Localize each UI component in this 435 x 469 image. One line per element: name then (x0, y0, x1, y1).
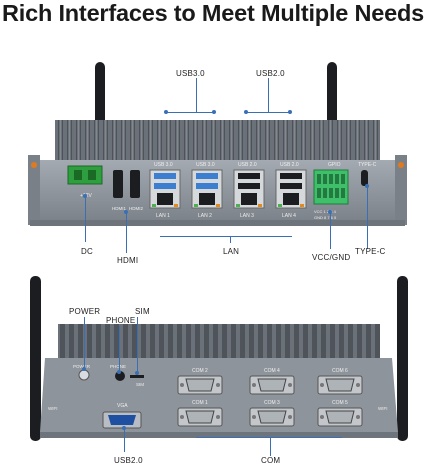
mounting-ear-right (395, 155, 407, 225)
com-port-silk: COM 3 (264, 400, 280, 406)
com-port-silk: COM 6 (332, 368, 348, 374)
callout-com: COM (261, 456, 281, 465)
type-c-port: TYPE-C (358, 162, 377, 186)
sim-silk: SIM (136, 382, 144, 387)
usb-port-silk: USB 2.0 (238, 162, 257, 168)
usb-port-silk: USB 2.0 (280, 162, 299, 168)
hdmi2-silk: HDMI2 (129, 206, 143, 211)
callout-usb20-bottom: USB2.0 (114, 456, 143, 465)
com-port-silk: COM 2 (192, 368, 208, 374)
gpio-row2-silk: GND 8 7 6 5 (314, 215, 337, 220)
callout-type-c: TYPE-C (355, 247, 386, 256)
phone-silk: PHONE (110, 364, 126, 369)
callout-hdmi: HDMI (117, 256, 139, 265)
antenna-right-bottom (397, 276, 408, 441)
vga-port (102, 411, 142, 429)
callout-power: POWER (69, 307, 101, 316)
callout-usb30: USB3.0 (176, 69, 205, 78)
lan-port-silk: LAN 1 (156, 213, 170, 219)
callout-lan: LAN (223, 247, 240, 256)
power-silk: POWER (73, 364, 91, 369)
lan-port-silk: LAN 4 (282, 213, 296, 219)
power-button (78, 369, 90, 381)
gpio-row1-silk: VCC 1 2 3 4 (314, 209, 337, 214)
type-c-silk: TYPE-C (358, 162, 377, 168)
page-title: Rich Interfaces to Meet Multiple Needs (2, 0, 425, 26)
wifi-right-silk: WIFI (378, 406, 388, 411)
gpio-terminal: GPIO VCC 1 2 3 4 GND 8 7 6 5 (313, 162, 349, 220)
com-port-silk: COM 1 (192, 400, 208, 406)
com-port-silk: COM 4 (264, 368, 280, 374)
mounting-ear-left (28, 155, 40, 225)
hdmi1-silk: HDMI1 (112, 206, 126, 211)
lan-port-silk: LAN 3 (240, 213, 254, 219)
lan-port-silk: LAN 2 (198, 213, 212, 219)
callout-dc: DC (81, 247, 93, 256)
usb-port-silk: USB 3.0 (154, 162, 173, 168)
com-port-silk: COM 5 (332, 400, 348, 406)
com-ports: COM 2 COM 4 COM 6 COM 1 COM 3 COM 5 (177, 368, 363, 427)
hdmi-ports: HDMI1 HDMI2 (112, 170, 143, 211)
usb-port-silk: USB 3.0 (196, 162, 215, 168)
bottom-device-illustration: POWER PHONE SIM WIFI WIFI VGA COM 2 COM 4… (30, 276, 408, 441)
antenna-left-bottom (30, 276, 41, 441)
wifi-left-silk: WIFI (48, 406, 58, 411)
gpio-silk: GPIO (328, 162, 341, 168)
vga-silk: VGA (117, 403, 128, 409)
callout-sim: SIM (135, 307, 150, 316)
sim-slot (130, 375, 144, 378)
callout-phone: PHONE (106, 316, 136, 325)
callout-vcc-gnd: VCC/GND (312, 253, 351, 262)
callout-usb20-top: USB2.0 (256, 69, 285, 78)
heatsink-fins-bottom (60, 324, 380, 360)
